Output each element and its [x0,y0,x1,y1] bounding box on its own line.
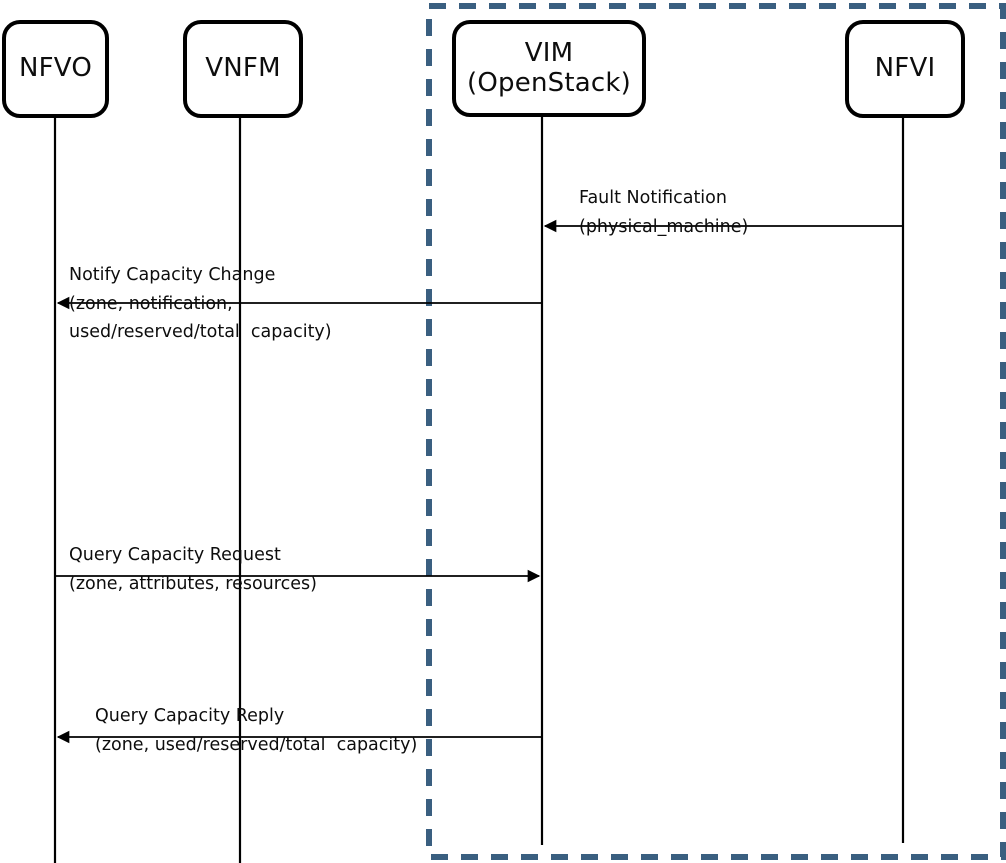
actor-label-nfvo: NFVO [19,53,92,84]
message-label-line: used/reserved/total capacity) [69,322,332,342]
actor-box-nfvo[interactable]: NFVO [2,20,109,118]
actor-label-vim: VIM [524,37,574,68]
lifelines-group [53,117,905,863]
message-label-line: (zone, used/reserved/total capacity) [95,734,418,755]
vim-nfvi-boundary [426,3,1006,860]
message-label-line: (physical_machine) [579,216,749,237]
message-label-line: (zone, notification, [69,293,233,314]
actor-label-nfvi: NFVI [874,53,936,84]
message-label-query-capacity-reply: Query Capacity Reply (zone, used/reserved… [95,702,417,759]
message-label-line: (zone, attributes, resources) [69,573,317,594]
message-label-fault-notification: Fault Notification (physical_machine) [579,184,748,241]
message-arrows-group [55,219,903,744]
actor-box-nfvi[interactable]: NFVI [845,20,965,118]
actor-label-vnfm: VNFM [205,53,281,84]
message-label-notify-capacity-change: Notify Capacity Change (zone, notificatio… [69,261,332,347]
actor-box-vnfm[interactable]: VNFM [183,20,303,118]
message-label-line: Fault Notification [579,188,727,208]
boundary-dashed-rect [426,3,1006,860]
message-label-line: Query Capacity Request [69,545,281,565]
message-label-query-capacity-request: Query Capacity Request (zone, attributes,… [69,541,317,598]
message-label-line: Query Capacity Reply [95,706,285,726]
message-label-line: Notify Capacity Change [69,265,276,285]
actor-label-vim: (OpenStack) [467,67,631,98]
actor-box-vim[interactable]: VIM(OpenStack) [452,20,646,117]
